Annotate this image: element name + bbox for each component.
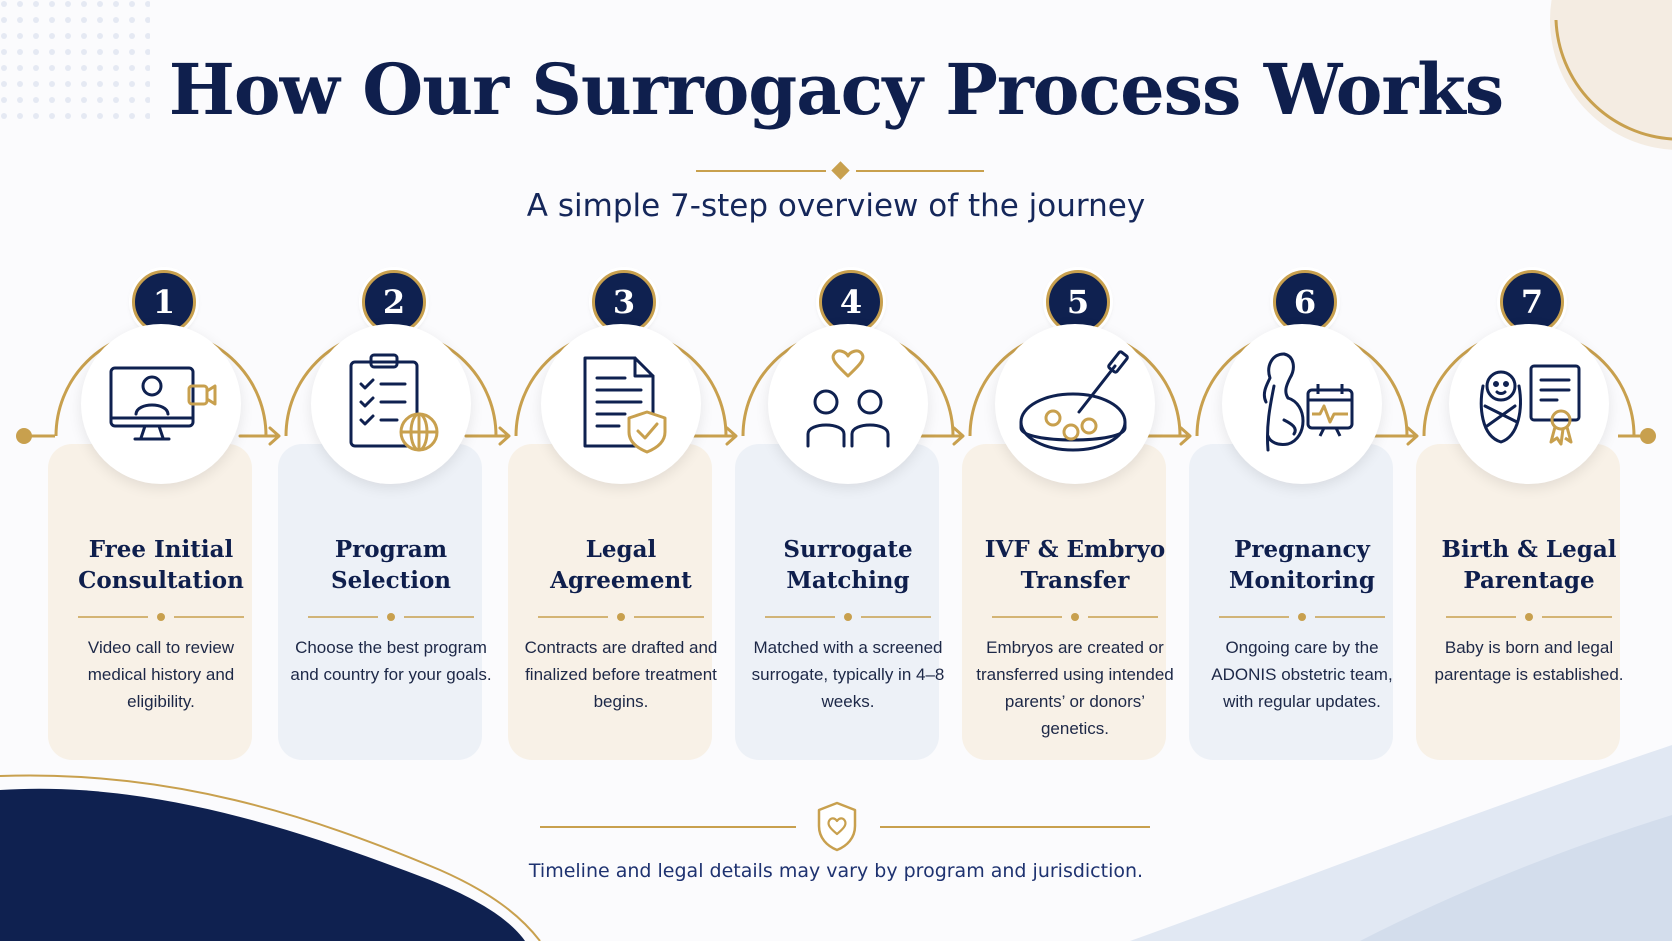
step-description: Baby is born and legal parentage is esta… — [1434, 638, 1624, 684]
pregnancy-monitor-icon — [1262, 352, 1354, 452]
video-call-icon — [109, 366, 217, 441]
step-title: Birth & Legal Parentage — [1441, 536, 1617, 594]
step-number-badge: 6 — [1273, 270, 1337, 334]
step-6: 6 Pregnancy Monitoring — [1189, 262, 1415, 762]
step-3: 3 Legal Agreement — [508, 262, 734, 762]
checklist-globe-icon — [349, 353, 439, 452]
step-card — [1189, 444, 1393, 760]
step-card — [1416, 444, 1620, 760]
step-title: Free Initial Consultation — [78, 536, 244, 594]
step-divider — [1219, 613, 1385, 621]
step-divider — [992, 613, 1158, 621]
step-icon-circle — [311, 324, 471, 484]
step-number-badge: 7 — [1500, 270, 1564, 334]
step-description: Video call to review medical history and… — [87, 638, 235, 711]
petri-dish-icon — [1019, 350, 1129, 452]
step-card — [735, 444, 939, 760]
step-icon-circle — [768, 324, 928, 484]
step-divider — [308, 613, 474, 621]
shield-heart-icon — [817, 801, 857, 852]
step-number-badge: 5 — [1046, 270, 1110, 334]
contract-shield-icon — [583, 356, 667, 454]
step-card — [278, 444, 482, 760]
step-4: 4 Surrogate Matching Matched with a scre… — [735, 262, 961, 762]
step-icon-circle — [81, 324, 241, 484]
step-title: IVF & Embryo Transfer — [984, 536, 1166, 594]
step-title: Surrogate Matching — [783, 536, 913, 594]
step-description: Contracts are drafted and finalized befo… — [524, 638, 718, 711]
step-icon-circle — [995, 324, 1155, 484]
step-7: 7 Bi — [1416, 262, 1642, 762]
step-divider — [765, 613, 931, 621]
step-icon-circle — [541, 324, 701, 484]
step-1: 1 Free Initial Consultation — [48, 262, 274, 762]
step-description: Matched with a screened surrogate, typic… — [751, 638, 945, 711]
step-number-badge: 2 — [362, 270, 426, 334]
people-heart-icon — [806, 349, 890, 448]
footer-note: Timeline and legal details may vary by p… — [528, 860, 1144, 882]
step-title: Legal Agreement — [550, 536, 692, 594]
step-card — [508, 444, 712, 760]
step-card — [48, 444, 252, 760]
step-icon-circle — [1449, 324, 1609, 484]
step-title: Program Selection — [330, 536, 452, 594]
step-5: 5 IVF & Embryo Transfer — [962, 262, 1188, 762]
step-divider — [78, 613, 244, 621]
step-divider — [1446, 613, 1612, 621]
step-title: Pregnancy Monitoring — [1229, 536, 1375, 594]
step-card — [962, 444, 1166, 760]
page-subtitle: A simple 7-step overview of the journey — [526, 188, 1146, 224]
step-description: Embryos are created or transferred using… — [976, 638, 1174, 738]
page-title: How Our Surrogacy Process Works — [168, 48, 1504, 131]
step-divider — [538, 613, 704, 621]
step-description: Choose the best program and country for … — [290, 638, 492, 684]
step-2: 2 Program Selection — [278, 262, 504, 762]
step-description: Ongoing care by the ADONIS obstetric tea… — [1211, 638, 1393, 711]
baby-certificate-icon — [1479, 364, 1581, 446]
step-icon-circle — [1222, 324, 1382, 484]
